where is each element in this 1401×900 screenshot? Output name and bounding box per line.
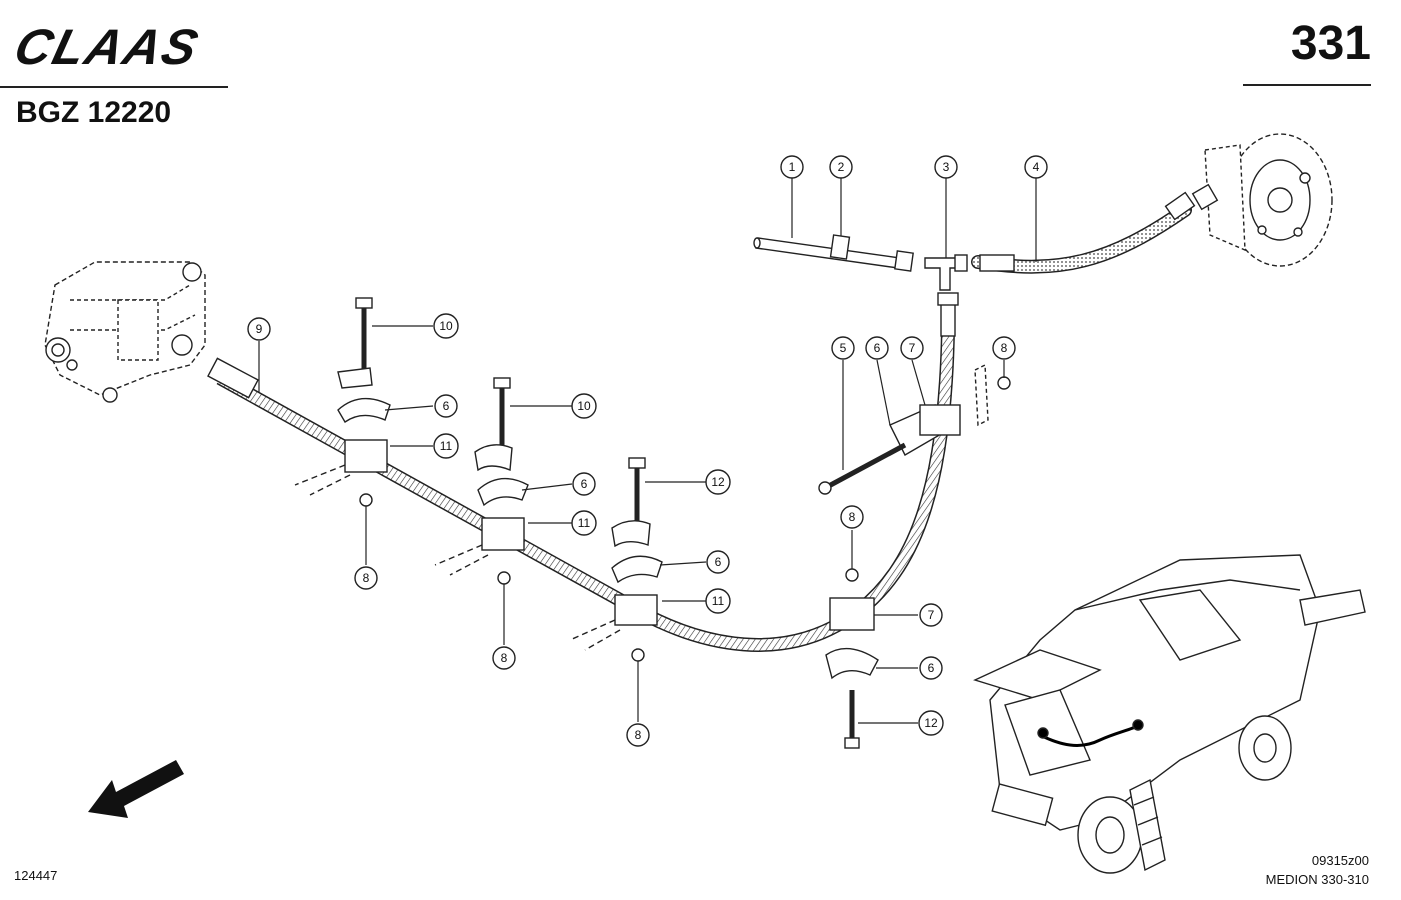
callout-circles — [247, 155, 1048, 747]
direction-arrow-icon — [88, 760, 184, 818]
callout-11: 11 — [712, 594, 725, 608]
callout-3: 3 — [943, 160, 950, 174]
callout-10: 10 — [439, 319, 453, 333]
clamp-group-2 — [434, 377, 529, 585]
callout-11: 11 — [440, 439, 453, 453]
clamp-group-3 — [569, 457, 663, 662]
callout-1: 1 — [789, 160, 796, 174]
pump-illustration — [1191, 133, 1333, 267]
callout-labels: 1 2 3 4 5 6 7 8 9 10 6 11 10 6 12 11 6 1… — [256, 160, 1040, 742]
callout-8: 8 — [501, 651, 508, 665]
callout-9: 9 — [256, 322, 263, 336]
callout-7: 7 — [909, 341, 916, 355]
combine-harvester-illustration — [973, 554, 1366, 874]
callout-8: 8 — [363, 571, 370, 585]
drawing-code: 09315z00 — [1311, 853, 1369, 868]
clamp-group-5 — [825, 568, 879, 749]
header-rule-left — [0, 86, 228, 88]
callout-12: 12 — [924, 716, 938, 730]
group-code: BGZ 12220 — [16, 96, 172, 129]
leader-lines — [258, 178, 1037, 724]
callout-6: 6 — [443, 399, 450, 413]
pressure-line-assembly — [753, 191, 1196, 291]
model-name: MEDION 330-310 — [1265, 872, 1369, 887]
illustration-number: 124447 — [14, 868, 58, 883]
callout-6: 6 — [928, 661, 935, 675]
clamp-group-4 — [818, 363, 1011, 495]
clamp-group-1 — [294, 297, 391, 507]
valve-block-illustration — [44, 261, 206, 403]
callout-7: 7 — [928, 608, 935, 622]
callout-8: 8 — [1001, 341, 1008, 355]
callout-6: 6 — [874, 341, 881, 355]
callout-10: 10 — [577, 399, 591, 413]
footer-codes: 09315z00 MEDION 330-310 — [1266, 851, 1369, 889]
callout-11: 11 — [578, 516, 591, 530]
callout-6: 6 — [715, 555, 722, 569]
callout-12: 12 — [711, 475, 725, 489]
callout-8: 8 — [849, 510, 856, 524]
callout-5: 5 — [840, 341, 847, 355]
page-number: 331 — [1290, 17, 1371, 70]
callout-2: 2 — [838, 160, 845, 174]
callout-8: 8 — [635, 728, 642, 742]
header-rule-right — [1243, 84, 1371, 86]
callout-6: 6 — [581, 477, 588, 491]
callout-4: 4 — [1033, 160, 1040, 174]
